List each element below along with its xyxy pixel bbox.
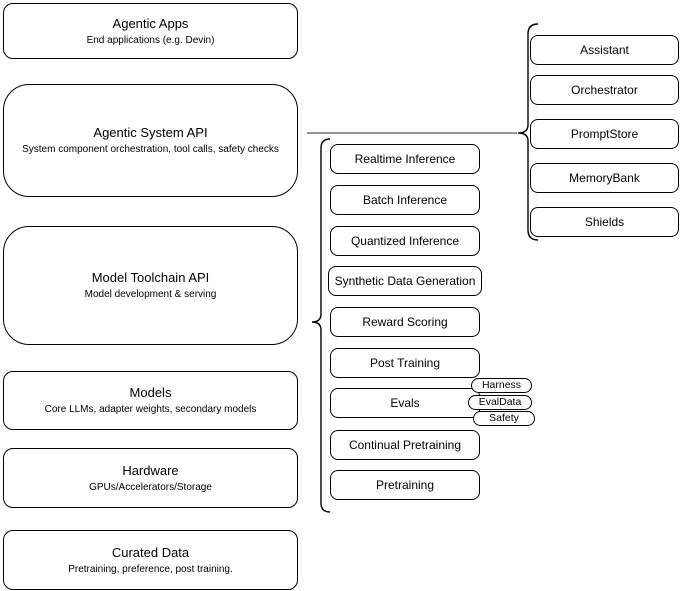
node-evals: Evals bbox=[330, 388, 480, 418]
node-synthetic-data-generation: Synthetic Data Generation bbox=[328, 266, 482, 296]
node-title: Agentic Apps bbox=[112, 15, 189, 31]
node-subtitle: End applications (e.g. Devin) bbox=[86, 34, 215, 46]
node-shields: Shields bbox=[530, 207, 679, 237]
node-assistant: Assistant bbox=[530, 35, 679, 65]
node-subtitle: Pretraining, preference, post training. bbox=[68, 563, 233, 575]
node-title: Curated Data bbox=[111, 544, 190, 560]
node-title: Model Toolchain API bbox=[91, 270, 210, 285]
node-reward-scoring: Reward Scoring bbox=[330, 307, 480, 337]
tag-harness: Harness bbox=[471, 378, 532, 393]
node-model-toolchain-api: Model Toolchain API Model development & … bbox=[3, 226, 298, 345]
node-batch-inference: Batch Inference bbox=[330, 185, 480, 215]
node-models: Models Core LLMs, adapter weights, secon… bbox=[3, 371, 298, 430]
node-agentic-system-api: Agentic System API System component orch… bbox=[3, 84, 298, 197]
node-memorybank: MemoryBank bbox=[530, 163, 679, 193]
node-promptstore: PromptStore bbox=[530, 119, 679, 149]
node-title: Models bbox=[129, 385, 172, 400]
tag-safety: Safety bbox=[473, 411, 535, 426]
node-subtitle: Core LLMs, adapter weights, secondary mo… bbox=[44, 404, 257, 415]
node-subtitle: GPUs/Accelerators/Storage bbox=[89, 481, 212, 493]
node-post-training: Post Training bbox=[330, 348, 480, 378]
node-pretraining: Pretraining bbox=[330, 470, 480, 500]
node-continual-pretraining: Continual Pretraining bbox=[330, 430, 480, 460]
brace-toolchain-components bbox=[311, 138, 331, 513]
node-hardware: Hardware GPUs/Accelerators/Storage bbox=[3, 448, 298, 508]
node-title: Hardware bbox=[122, 462, 179, 478]
node-curated-data: Curated Data Pretraining, preference, po… bbox=[3, 530, 298, 590]
tag-evaldata: EvalData bbox=[468, 395, 532, 410]
node-title: Agentic System API bbox=[93, 125, 208, 140]
node-quantized-inference: Quantized Inference bbox=[330, 226, 480, 256]
node-agentic-apps: Agentic Apps End applications (e.g. Devi… bbox=[3, 3, 298, 59]
node-realtime-inference: Realtime Inference bbox=[330, 144, 480, 174]
node-subtitle: Model development & serving bbox=[84, 289, 217, 300]
node-orchestrator: Orchestrator bbox=[530, 75, 679, 105]
node-subtitle: System component orchestration, tool cal… bbox=[22, 144, 279, 155]
